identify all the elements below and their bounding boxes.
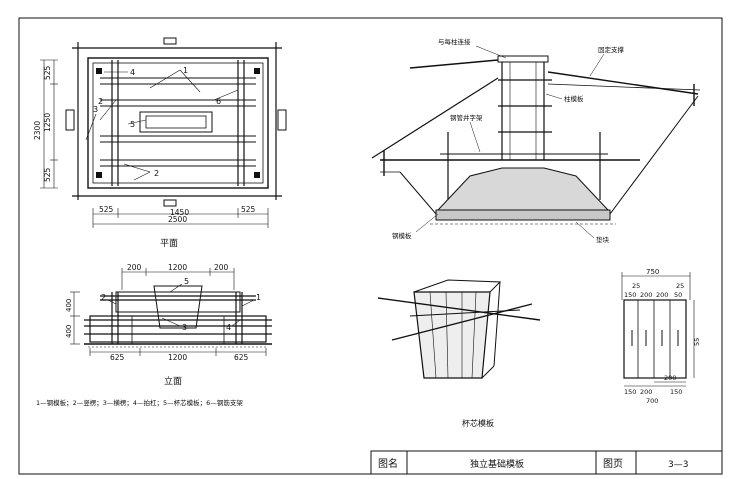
plan-dim-right: 525 (241, 205, 256, 214)
detail-view: 750 25 25 150 200 200 50 55 200 150 200 … (621, 268, 701, 405)
detail-dim-50: 50 (674, 291, 682, 299)
cup-core-view: 杯芯模板 (377, 279, 541, 428)
elev-marker-5a: 5 (184, 277, 189, 286)
detail-dim-200a: 200 (640, 291, 652, 299)
detail-dim-200b: 200 (656, 291, 668, 299)
plan-dim-top: 525 (43, 65, 52, 80)
detail-dim-h: 55 (693, 338, 701, 346)
detail-dim-200c: 200 (664, 374, 676, 382)
elev-dim-bot-center: 1200 (168, 353, 187, 362)
elev-dim-top-left: 200 (127, 263, 142, 272)
detail-dim-25a: 25 (632, 282, 640, 290)
plan-marker-4: 4 (130, 68, 135, 77)
section-label-pad: 垫块 (596, 235, 610, 244)
section-label-tie: 与每柱连接 (438, 37, 471, 46)
cup-core-title: 杯芯模板 (462, 418, 494, 428)
plan-outer-form (87, 57, 269, 189)
plan-marker-2b: 2 (154, 169, 159, 178)
title-page-label: 图页 (603, 458, 623, 470)
section-label-steel: 钢模板 (392, 231, 412, 240)
elev-dim-top-center: 1200 (168, 263, 187, 272)
section-view: 与每柱连接 固定支撑 柱模板 钢管井字架 钢模板 垫块 (371, 37, 701, 244)
elev-marker-1: 1 (256, 293, 261, 302)
plan-dim-mid: 1250 (43, 113, 52, 132)
plan-marker-1: 1 (183, 66, 188, 75)
title-name-label: 图名 (378, 457, 398, 470)
plan-marker-3: 3 (93, 105, 98, 114)
section-label-col: 柱模板 (564, 94, 584, 103)
title-page: 3—3 (668, 460, 688, 470)
elevation-title: 立面 (164, 375, 182, 387)
plan-inner-form (92, 62, 264, 184)
plan-dim-center: 1450 (170, 208, 189, 217)
elev-marker-3: 3 (182, 323, 187, 332)
elev-dim-v-top: 400 (65, 299, 73, 312)
elev-marker-2: 2 (101, 293, 106, 302)
section-label-brace: 固定支撑 (598, 45, 625, 54)
detail-dim-b150b: 150 (670, 388, 682, 396)
detail-dim-bot: 700 (646, 397, 658, 405)
elev-dim-bot-left: 625 (110, 353, 125, 362)
plan-dim-total-h: 2500 (168, 215, 187, 224)
elev-dim-top-right: 200 (214, 263, 229, 272)
detail-dim-25b: 25 (676, 282, 684, 290)
detail-dim-b200: 200 (640, 388, 652, 396)
legend-text: 1—钢模板；2—竖楞；3—横楞；4—拍杠；5—杯芯模板；6—钢筋支架 (36, 398, 243, 407)
plan-dim-total-v: 2300 (33, 121, 42, 140)
title-name: 独立基础模板 (470, 458, 524, 470)
elev-marker-4: 4 (226, 323, 231, 332)
plan-title: 平面 (160, 238, 178, 249)
elev-dim-bot-right: 625 (234, 353, 249, 362)
elev-dim-v-bot: 400 (65, 325, 73, 338)
plan-dim-left: 525 (99, 205, 114, 214)
detail-dim-top: 750 (646, 268, 659, 276)
plan-view: 1 2 2 3 4 5 6 525 1250 525 2300 525 1450… (33, 37, 287, 249)
plan-marker-6: 6 (216, 97, 221, 106)
elevation-view: 200 1200 200 5 1 2 3 4 (65, 263, 272, 387)
section-label-frame: 钢管井字架 (450, 113, 483, 122)
plan-marker-5: 5 (130, 120, 135, 129)
title-block: 图名 独立基础模板 图页 3—3 (370, 450, 723, 475)
detail-dim-150a: 150 (624, 291, 636, 299)
detail-dim-b150a: 150 (624, 388, 636, 396)
plan-dim-bot: 525 (43, 167, 52, 182)
plan-marker-2a: 2 (98, 97, 103, 106)
